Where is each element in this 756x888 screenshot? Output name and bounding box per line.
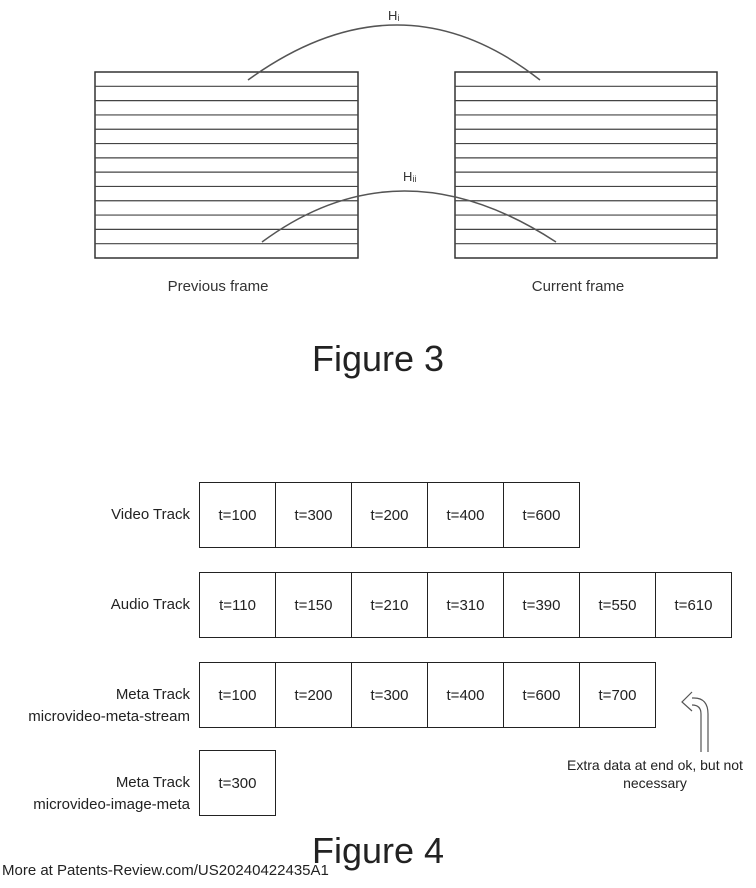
track-cell: t=300 [199,750,276,816]
previous-frame-block [94,71,359,259]
current-frame-label: Current frame [531,278,625,295]
meta-stream-track-row: t=100 t=200 t=300 t=400 t=600 t=700 [199,662,656,728]
track-cell-label: t=400 [446,686,485,704]
current-frame-block [454,71,718,259]
track-cell: t=400 [427,482,504,548]
track-cell-label: t=200 [294,686,333,704]
track-cell-label: t=310 [446,596,485,614]
track-cell-label: t=700 [598,686,637,704]
track-sublabel-text: microvideo-image-meta [33,796,190,813]
track-cell: t=150 [275,572,352,638]
track-cell-label: t=210 [370,596,409,614]
track-label-text: Meta Track [115,686,190,703]
track-cell-label: t=300 [294,506,333,524]
track-cell: t=610 [655,572,732,638]
track-cell-label: t=150 [294,596,333,614]
track-sublabel-text: microvideo-meta-stream [28,708,190,725]
track-cell-label: t=610 [674,596,713,614]
audio-track-row: t=110 t=150 t=210 t=310 t=390 t=550 t=610 [199,572,732,638]
track-cell-label: t=390 [522,596,561,614]
match-arc-top [247,24,541,81]
track-label-audio: Audio Track [0,594,190,616]
video-track-row: t=100 t=300 t=200 t=400 t=600 [199,482,580,548]
track-cell: t=300 [275,482,352,548]
figure-3-diagram: Hᵢ Hᵢᵢ [94,8,718,259]
image-meta-track-row: t=300 [199,750,276,816]
match-arc-bottom [261,190,557,243]
curved-arrow-icon [681,691,709,752]
extra-data-note: Extra data at end ok, but not necessary [567,757,743,791]
track-cell: t=310 [427,572,504,638]
track-cell-label: t=550 [598,596,637,614]
track-cell-label: t=600 [522,686,561,704]
track-cell-label: t=100 [218,686,257,704]
figure-4-title: Figure 4 [311,830,445,871]
track-cell: t=210 [351,572,428,638]
arc-label-top: Hᵢ [388,8,399,23]
track-cell: t=100 [199,482,276,548]
track-label-meta-stream: Meta Track microvideo-meta-stream [0,684,190,728]
arc-label-bottom: Hᵢᵢ [403,169,416,184]
track-cell: t=700 [579,662,656,728]
track-cell-label: t=600 [522,506,561,524]
track-cell: t=200 [351,482,428,548]
track-cell-label: t=200 [370,506,409,524]
track-cell: t=100 [199,662,276,728]
track-cell-label: t=110 [219,596,256,614]
track-cell-label: t=100 [218,506,257,524]
footer-source-text: More at Patents-Review.com/US20240422435… [2,862,329,879]
track-cell: t=200 [275,662,352,728]
track-label-video: Video Track [0,504,190,526]
track-label-text: Meta Track [115,774,190,791]
track-cell: t=390 [503,572,580,638]
track-cell: t=600 [503,662,580,728]
track-cell: t=600 [503,482,580,548]
previous-frame-label: Previous frame [167,278,269,295]
track-label-text: Video Track [111,506,190,523]
figure-3-title: Figure 3 [311,338,445,379]
track-label-text: Audio Track [110,596,190,613]
track-cell: t=300 [351,662,428,728]
track-cell-label: t=300 [218,774,257,792]
track-label-image-meta: Meta Track microvideo-image-meta [0,772,190,816]
track-cell: t=400 [427,662,504,728]
track-cell-label: t=300 [370,686,409,704]
track-cell-label: t=400 [446,506,485,524]
track-cell: t=550 [579,572,656,638]
track-cell: t=110 [199,572,276,638]
